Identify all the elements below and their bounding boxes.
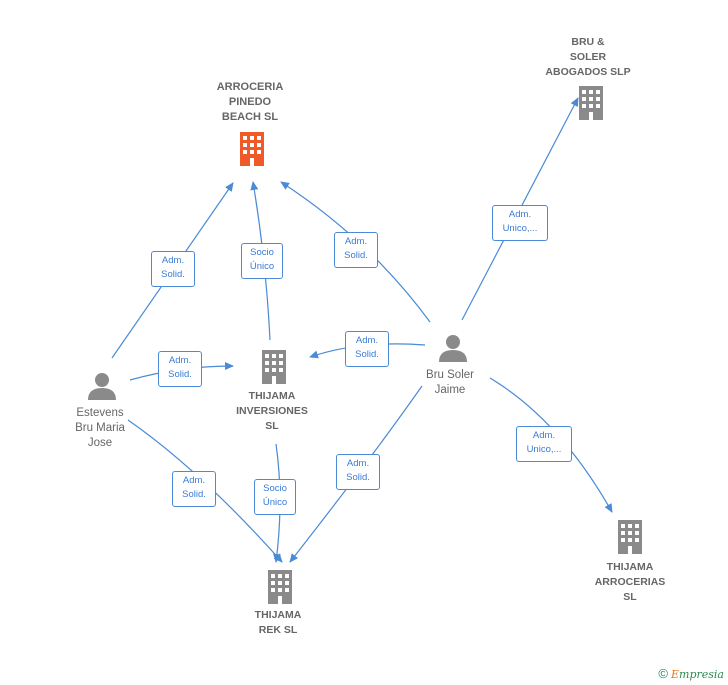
node-label-thijama-rek[interactable]: THIJAMA REK SL	[254, 609, 302, 636]
node-label-estevens[interactable]: Estevens Bru Maria Jose	[75, 407, 125, 449]
node-label-bru-soler-abogados[interactable]: BRU & SOLER ABOGADOS SLP	[545, 36, 631, 78]
edge-label[interactable]: Adm. Unico,...	[516, 426, 572, 462]
edge-label[interactable]: Adm. Solid.	[158, 351, 202, 387]
edge-label[interactable]: Socio Único	[241, 243, 283, 279]
building-icon[interactable]	[262, 350, 286, 384]
edge-label[interactable]: Adm. Solid.	[151, 251, 195, 287]
building-icon[interactable]	[240, 132, 264, 166]
edge-label[interactable]: Adm. Solid.	[172, 471, 216, 507]
node-label-thijama-arrocerias[interactable]: THIJAMA ARROCERIAS SL	[594, 561, 666, 603]
building-icon[interactable]	[268, 570, 292, 604]
edge-label[interactable]: Adm. Solid.	[336, 454, 380, 490]
edge-label[interactable]: Adm. Solid.	[334, 232, 378, 268]
edge-label[interactable]: Socio Único	[254, 479, 296, 515]
node-label-arroceria[interactable]: ARROCERIA PINEDO BEACH SL	[216, 81, 284, 123]
person-icon[interactable]	[88, 373, 116, 400]
person-icon[interactable]	[439, 335, 467, 362]
building-icon[interactable]	[618, 520, 642, 554]
node-label-bru-soler-jaime[interactable]: Bru Soler Jaime	[426, 369, 474, 396]
edge-label[interactable]: Adm. Solid.	[345, 331, 389, 367]
edge-label[interactable]: Adm. Unico,...	[492, 205, 548, 241]
building-icon[interactable]	[579, 86, 603, 120]
copyright-icon: ©	[658, 666, 668, 681]
empresia-logo: ©Empresia	[658, 666, 724, 681]
node-label-thijama-inversiones[interactable]: THIJAMA INVERSIONES SL	[236, 390, 308, 432]
